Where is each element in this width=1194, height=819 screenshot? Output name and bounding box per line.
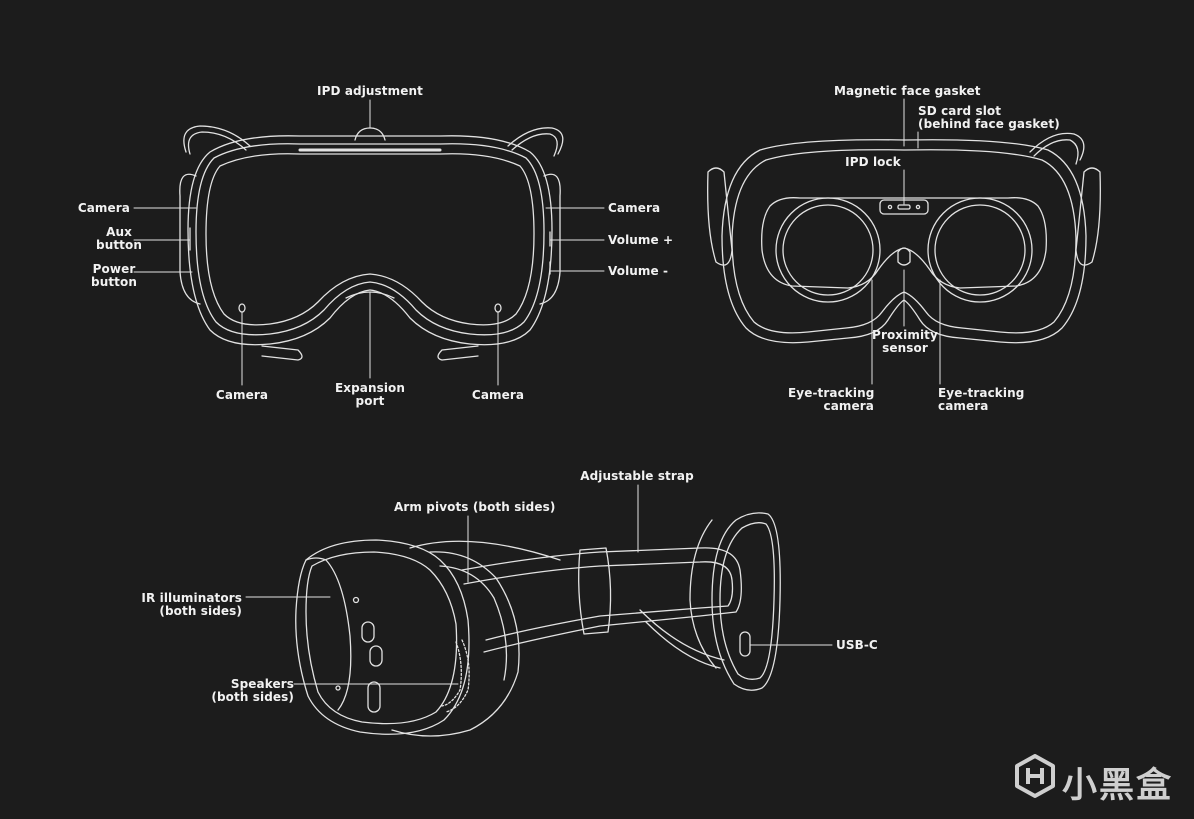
label-eye-tracking-camera-right: Eye-tracking camera [938, 386, 1025, 413]
label-camera-top-left: Camera [77, 201, 130, 215]
label-volume-up: Volume + [608, 233, 674, 247]
label-magnetic-face-gasket: Magnetic face gasket [834, 84, 981, 98]
heybox-logo-icon [1015, 754, 1055, 798]
label-arm-pivots: Arm pivots (both sides) [394, 500, 556, 514]
label-ipd-adjustment: IPD adjustment [317, 84, 423, 98]
label-camera-bottom-right: Camera [471, 388, 525, 402]
side-view-headset [295, 512, 781, 737]
label-expansion-port: Expansion port [334, 381, 406, 408]
label-proximity-sensor: Proximity sensor [872, 328, 938, 355]
label-adjustable-strap: Adjustable strap [580, 469, 694, 483]
label-volume-down: Volume - [608, 264, 669, 278]
side-view-leader-lines [245, 484, 833, 685]
watermark-text: 小黑盒 [1062, 766, 1174, 806]
label-speakers: Speakers (both sides) [211, 677, 294, 704]
label-camera-top-right: Camera [608, 201, 661, 215]
label-usb-c: USB-C [836, 638, 878, 652]
label-eye-tracking-camera-left: Eye-tracking camera [788, 386, 875, 413]
label-ipd-lock: IPD lock [845, 155, 901, 169]
rear-view-headset [707, 132, 1101, 344]
front-view-leader-lines [133, 99, 605, 386]
label-ir-illuminators: IR illuminators (both sides) [141, 591, 242, 618]
label-camera-bottom-left: Camera [215, 388, 269, 402]
label-sd-card-slot: SD card slot (behind face gasket) [918, 104, 1060, 131]
rear-view-leader-lines [871, 98, 941, 385]
front-view-headset [179, 125, 564, 361]
label-power-button: Power button [91, 262, 137, 289]
label-aux-button: Aux button [96, 225, 142, 252]
